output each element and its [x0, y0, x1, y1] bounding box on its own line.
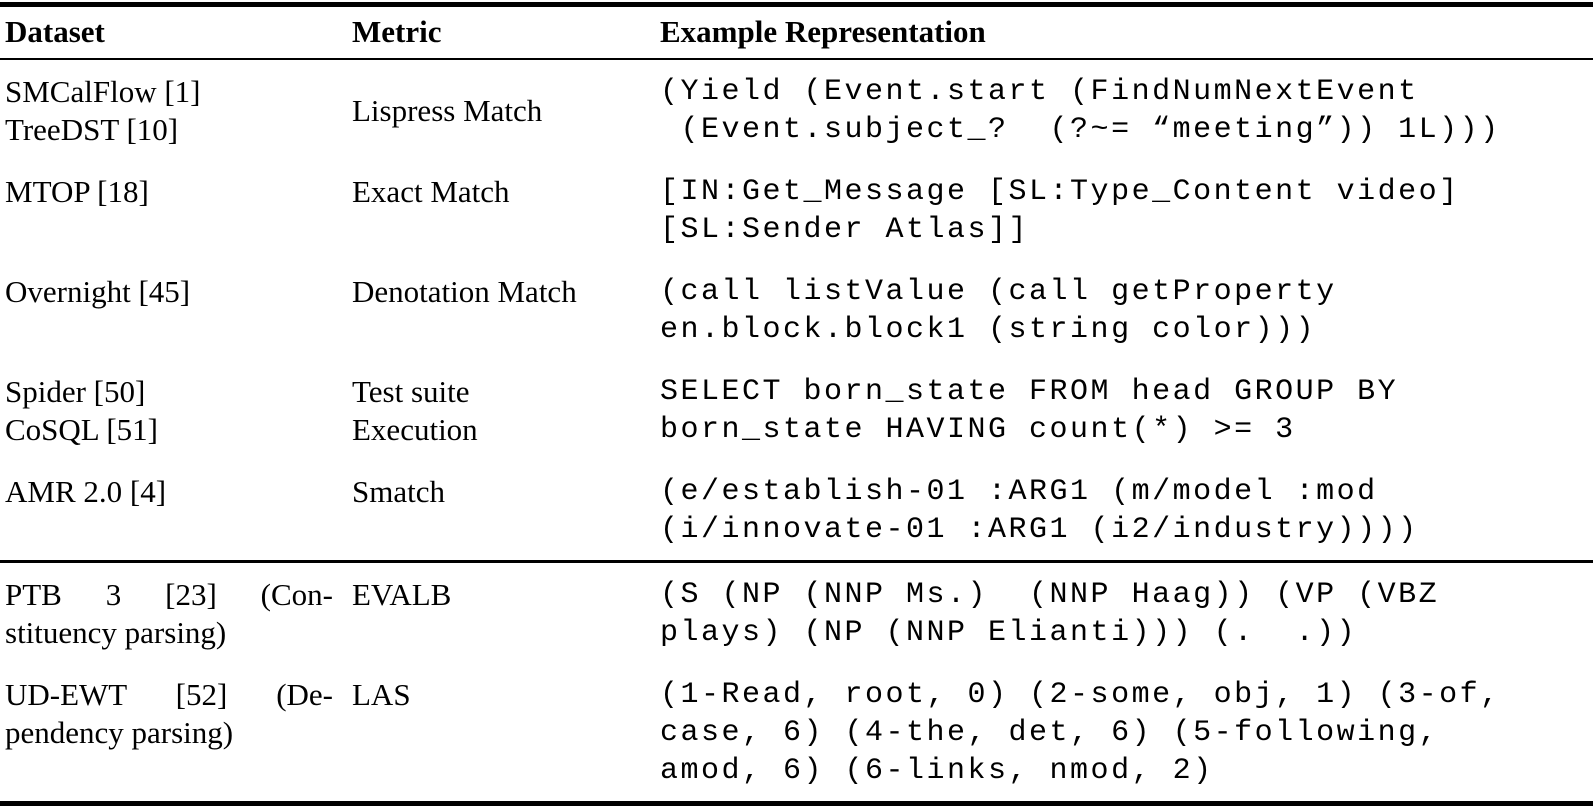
dataset-cell: AMR 2.0 [4] [0, 460, 347, 562]
dataset-cell: Overnight [45] [0, 260, 347, 360]
metric-cell: Smatch [347, 460, 650, 562]
example-cell: (1-Read, root, 0) (2-some, obj, 1) (3-of… [650, 663, 1593, 804]
example-code: (call listValue (call getProperty en.blo… [660, 274, 1337, 347]
metric-name: Test suite Execution [352, 373, 478, 447]
dataset-name-line: pendency parsing) [5, 714, 234, 750]
dataset-names: Overnight [45] [5, 273, 191, 309]
dataset-names: SMCalFlow [1] TreeDST [10] [5, 73, 201, 147]
metric-cell: EVALB [347, 559, 650, 663]
dataset-cell: UD-EWT [52] (De- pendency parsing) [0, 663, 347, 804]
table-row-smcalflow-treedst: SMCalFlow [1] TreeDST [10] Lispress Matc… [0, 59, 1593, 160]
dataset-names: MTOP [18] [5, 173, 149, 209]
col-header-metric: Metric [347, 4, 650, 60]
table-row-overnight: Overnight [45] Denotation Match (call li… [0, 260, 1593, 360]
example-code: (Yield (Event.start (FindNumNextEvent (E… [660, 74, 1501, 147]
dataset-names: Spider [50] CoSQL [51] [5, 373, 158, 447]
dataset-name-line: PTB 3 [23] (Con- [5, 576, 333, 612]
example-cell: (S (NP (NNP Ms.) (NNP Haag)) (VP (VBZ pl… [650, 559, 1593, 663]
metric-cell: LAS [347, 663, 650, 804]
metric-cell: Denotation Match [347, 260, 650, 360]
table-row-amr: AMR 2.0 [4] Smatch (e/establish-01 :ARG1… [0, 460, 1593, 562]
metric-name: Smatch [352, 473, 445, 509]
metric-name: EVALB [352, 576, 452, 612]
table-row-ud-ewt: UD-EWT [52] (De- pendency parsing) LAS (… [0, 663, 1593, 804]
metric-cell: Exact Match [347, 160, 650, 260]
example-code: (1-Read, root, 0) (2-some, obj, 1) (3-of… [660, 677, 1501, 788]
example-cell: SELECT born_state FROM head GROUP BY bor… [650, 360, 1593, 460]
dataset-names: AMR 2.0 [4] [5, 473, 167, 509]
metric-name: Denotation Match [352, 273, 577, 309]
example-cell: (Yield (Event.start (FindNumNextEvent (E… [650, 59, 1593, 160]
metric-cell: Test suite Execution [347, 360, 650, 460]
dataset-cell: Spider [50] CoSQL [51] [0, 360, 347, 460]
example-code: (S (NP (NNP Ms.) (NNP Haag)) (VP (VBZ pl… [660, 577, 1440, 650]
col-header-dataset: Dataset [0, 4, 347, 60]
metric-cell: Lispress Match [347, 59, 650, 160]
dataset-cell: SMCalFlow [1] TreeDST [10] [0, 59, 347, 160]
metric-name: LAS [352, 676, 411, 712]
metric-name: Lispress Match [352, 92, 543, 128]
example-cell: (call listValue (call getProperty en.blo… [650, 260, 1593, 360]
table-row-spider-cosql: Spider [50] CoSQL [51] Test suite Execut… [0, 360, 1593, 460]
dataset-cell: MTOP [18] [0, 160, 347, 260]
example-code: (e/establish-01 :ARG1 (m/model :mod (i/i… [660, 474, 1419, 547]
example-code: [IN:Get_Message [SL:Type_Content video] … [660, 174, 1460, 247]
metric-name: Exact Match [352, 173, 510, 209]
header-row: Dataset Metric Example Representation [0, 4, 1593, 60]
table-row-ptb: PTB 3 [23] (Con- stituency parsing) EVAL… [0, 559, 1593, 663]
table-row-mtop: MTOP [18] Exact Match [IN:Get_Message [S… [0, 160, 1593, 260]
example-cell: [IN:Get_Message [SL:Type_Content video] … [650, 160, 1593, 260]
example-code: SELECT born_state FROM head GROUP BY bor… [660, 374, 1399, 447]
dataset-cell: PTB 3 [23] (Con- stituency parsing) [0, 559, 347, 663]
dataset-name-line: stituency parsing) [5, 614, 227, 650]
example-cell: (e/establish-01 :ARG1 (m/model :mod (i/i… [650, 460, 1593, 562]
dataset-name-line: UD-EWT [52] (De- [5, 676, 333, 712]
col-header-example-representation: Example Representation [650, 4, 1593, 60]
